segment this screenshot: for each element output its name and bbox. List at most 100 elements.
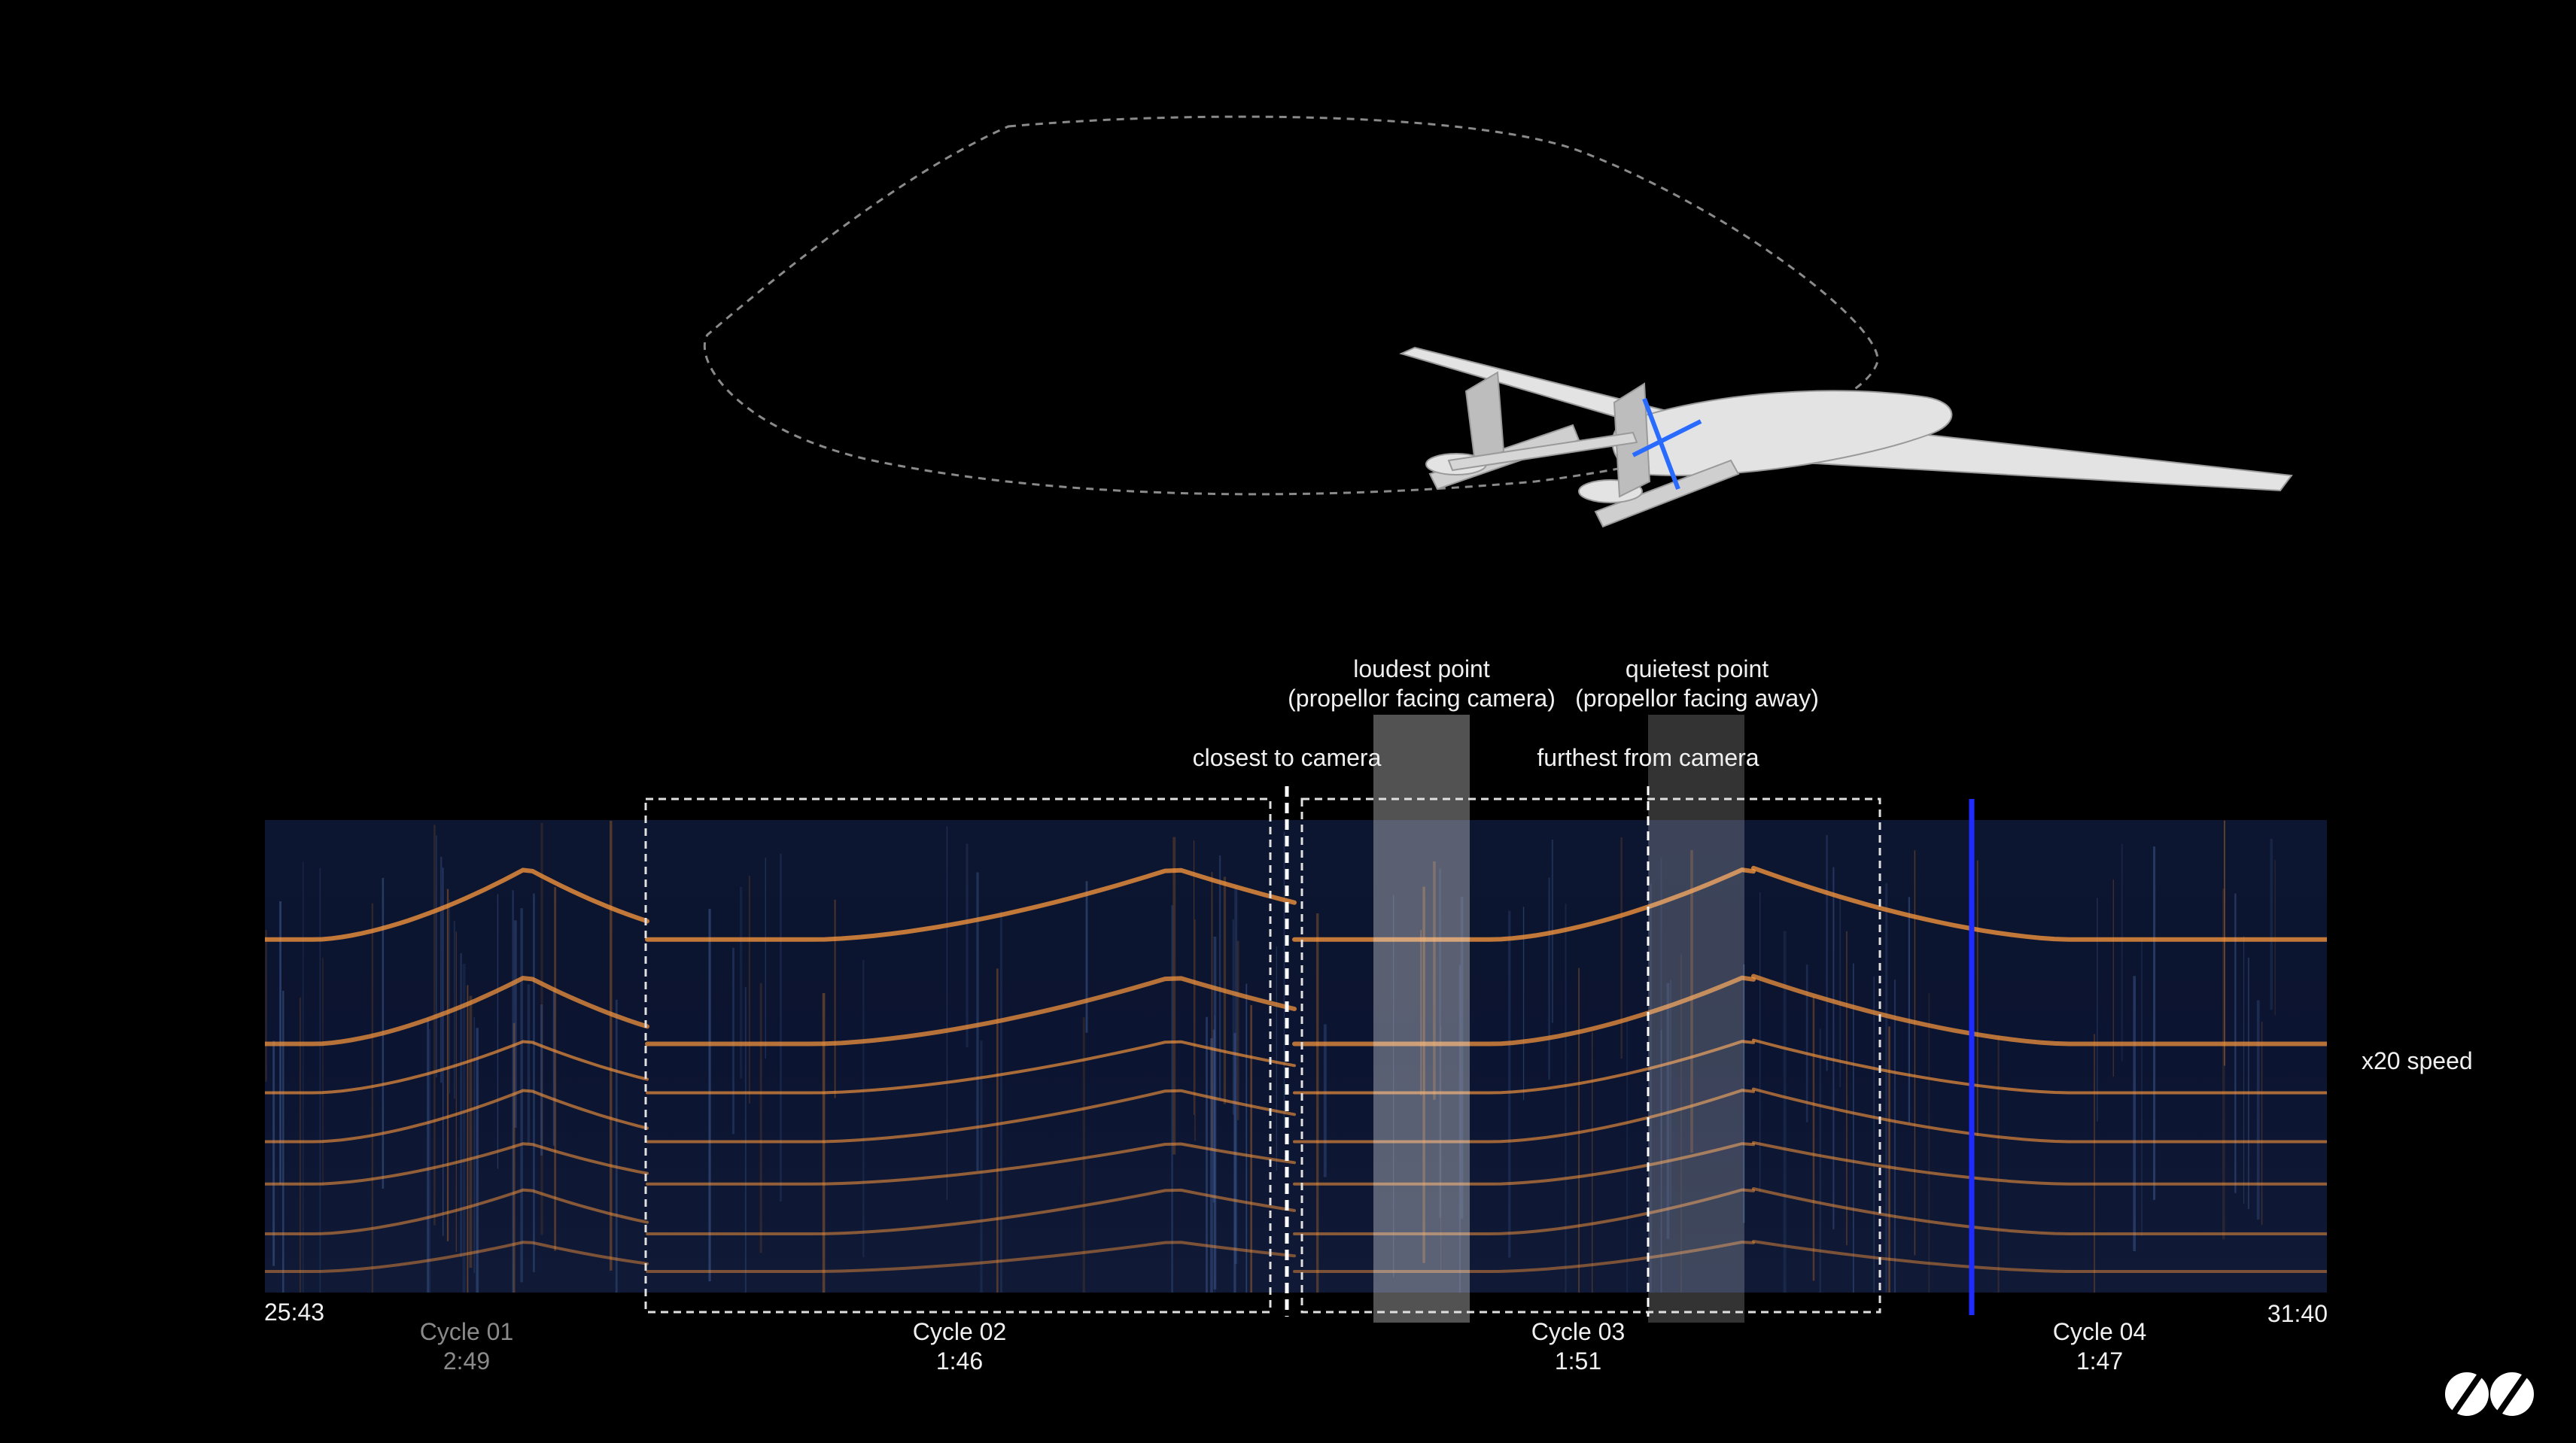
cycle-04-duration: 1:47 [2076,1347,2124,1375]
harmonic-trace [1293,1240,1755,1273]
loudest-title: loudest point [1353,655,1490,682]
noise-streak [371,903,374,1293]
noise-streak [2256,1000,2260,1220]
harmonic-trace [1752,1087,2327,1144]
cycle-01-name: Cycle 01 [419,1318,514,1345]
noise-streak [440,856,443,1083]
noise-streak [1283,831,1285,1129]
noise-streak [540,1004,543,1156]
harmonic-trace [646,1188,1296,1235]
noise-streak [319,867,321,1293]
harmonic-trace [646,1089,1296,1144]
harmonic-trace [1292,975,1756,1047]
harmonic-trace [1751,865,2327,942]
noise-streak [473,1017,476,1274]
noise-streak [1853,963,1854,1293]
harmonic-trace [645,976,1297,1047]
harmonic-trace [1752,1240,2327,1273]
drone-aircraft-icon [1399,346,2293,528]
harmonic-trace [646,1142,1296,1186]
spectrogram [265,820,2327,1293]
harmonic-trace [265,1241,649,1273]
noise-streak [1218,855,1221,1099]
loudest-band [1373,715,1470,1323]
noise-streak [1276,946,1277,1171]
noise-streak [708,909,711,1281]
noise-streak [759,983,762,1253]
loudest-detail: (propellor facing camera) [1288,685,1556,712]
noise-streak [455,931,457,1252]
noise-streak [2243,936,2245,1204]
noise-streak [740,886,743,1079]
noise-streak [748,875,750,1104]
noise-streak [2121,843,2123,1062]
noise-streak [2222,889,2225,1240]
noise-streak [1743,964,1745,1223]
harmonic-trace [1293,1188,1755,1235]
noise-streak [1976,860,1978,1137]
noise-streak [1812,996,1815,1281]
noise-streak [1565,904,1567,1293]
noise-streak [1885,883,1888,1293]
noise-streak [1194,919,1196,1141]
harmonic-trace [265,1188,649,1235]
harmonic-trace [1751,974,2327,1047]
noise-streak [427,1018,429,1293]
quietest-band [1648,715,1744,1323]
quietest-label: quietest point (propellor facing away) [1558,655,1836,713]
noise-streak [1171,905,1173,1293]
cycle-01-label: Cycle 01 2:49 [391,1317,542,1376]
harmonic-trace [265,1040,649,1095]
noise-streak [540,822,543,1235]
noise-streak [2224,820,2225,1066]
noise-streak [1522,907,1525,1100]
noise-streak [1234,886,1238,1265]
noise-streak [1172,837,1176,1155]
noise-streak [822,993,826,1293]
noise-streak [1420,930,1422,1096]
harmonic-trace [1293,1089,1755,1144]
noise-streak [1232,919,1234,1115]
loudest-label: loudest point (propellor facing camera) [1279,655,1564,713]
noise-streak [520,908,523,1283]
noise-streak [1888,1026,1890,1293]
noise-streak [469,995,473,1268]
noise-streak [299,997,302,1293]
quietest-title: quietest point [1625,655,1769,682]
noise-streak [1578,968,1580,1293]
noise-streak [2247,957,2249,1209]
noise-streak [449,899,450,1094]
noise-streak [433,825,436,1226]
noise-streak [1323,1024,1327,1177]
noise-streak [265,930,267,1082]
noise-streak [2097,898,2098,1122]
noise-streak [980,1040,983,1293]
noise-streak [527,984,531,1144]
noise-streak [1997,1035,2000,1293]
noise-streak [780,853,782,1201]
noise-streak [513,920,517,1128]
closest-label: closest to camera [1192,744,1382,771]
noise-streak [446,889,449,1241]
harmonic-trace [646,1040,1296,1095]
noise-streak [1440,1026,1442,1270]
noise-streak [996,968,999,1293]
noise-streak [1206,1016,1208,1293]
noise-streak [512,1022,516,1293]
noise-streak [1433,861,1436,1100]
noise-streak [1908,897,1910,1123]
cycle-02-label: Cycle 02 1:46 [884,1317,1035,1376]
speed-label: x20 speed [2362,1047,2473,1074]
noise-streak [1660,858,1662,1168]
noise-streak [1680,954,1682,1293]
noise-streak [554,887,557,1251]
cycle-02-duration: 1:46 [935,1347,984,1375]
harmonic-trace [1293,1142,1755,1186]
noise-streak [467,985,469,1293]
time-start: 25:43 [264,1299,325,1326]
noise-streak [462,964,466,1293]
noise-streak [533,893,535,1272]
noise-streak [1626,1016,1628,1293]
cycle-04-name: Cycle 04 [2052,1318,2147,1345]
